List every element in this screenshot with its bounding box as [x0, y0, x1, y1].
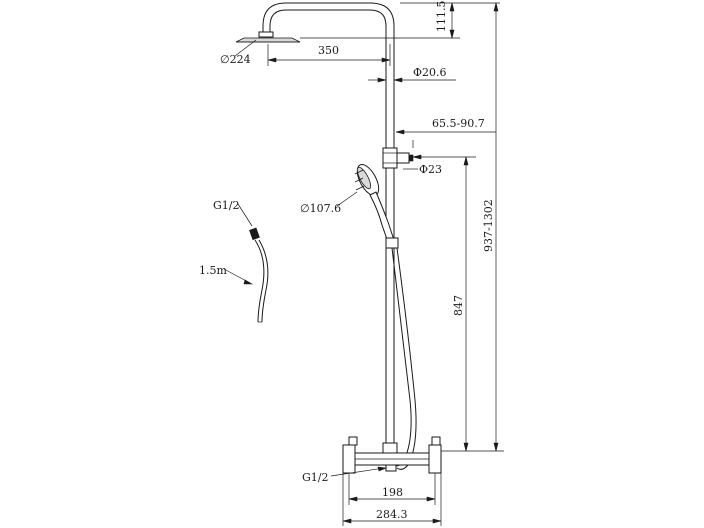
- hand-shower-diameter-label: ∅107.6: [300, 202, 341, 215]
- thread-top-label: G1/2: [213, 199, 240, 212]
- rain-shower-head: [235, 31, 301, 43]
- valve-width-label: 284.3: [376, 508, 408, 521]
- valve-centers-dim: 198: [348, 473, 436, 505]
- height-847-label: 847: [452, 295, 465, 316]
- hose-length-label: 1.5m: [199, 264, 227, 277]
- hand-shower-diameter-dim: ∅107.6: [300, 191, 358, 215]
- head-diameter-dim: ∅224: [220, 39, 257, 66]
- hose-illustration: G1/2 1.5m: [199, 199, 269, 323]
- hand-shower: [354, 164, 399, 249]
- thermostatic-valve: [342, 436, 442, 474]
- shower-hose: [391, 247, 417, 470]
- pipe-diameter-label: Φ20.6: [413, 66, 447, 79]
- holder-diameter-label: Φ23: [419, 163, 442, 176]
- head-diameter-label: ∅224: [220, 53, 251, 66]
- shower-arm: [262, 2, 395, 34]
- thread-bottom-label: G1/2: [302, 471, 329, 484]
- arm-height-dim: 111.5: [300, 1, 500, 39]
- total-height-dim: 937-1302: [480, 2, 504, 452]
- thread-bottom-dim: G1/2: [302, 466, 388, 484]
- arm-reach-dim: 350: [267, 44, 391, 66]
- sliding-holder: [382, 147, 414, 169]
- height-847-dim: 847: [441, 156, 480, 452]
- arm-height-label: 111.5: [435, 1, 448, 33]
- holder-diameter-dim: Φ23: [403, 154, 476, 176]
- valve-width-dim: 284.3: [342, 473, 442, 526]
- pipe-diameter-dim: Φ20.6: [368, 66, 456, 83]
- slider-range-label: 65.5-90.7: [432, 117, 485, 130]
- arm-reach-label: 350: [318, 44, 339, 57]
- valve-centers-label: 198: [382, 486, 403, 499]
- slider-range-dim: 65.5-90.7: [395, 117, 496, 148]
- total-height-label: 937-1302: [482, 199, 495, 252]
